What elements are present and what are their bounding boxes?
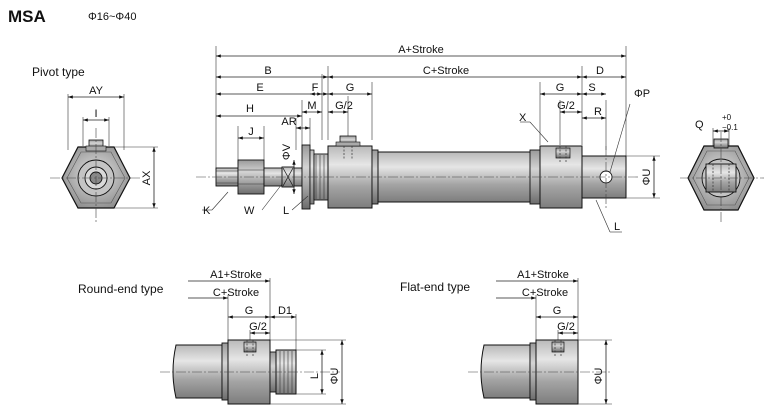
label-i: I [94,108,97,120]
label-g-half-front: G/2 [335,100,353,112]
label-ar: AR [281,116,296,128]
label-g-round: G [245,305,254,317]
label-r: R [594,106,602,118]
label-l-round: L [309,373,321,379]
pivot-type-title: Pivot type [32,65,85,79]
label-phi-u: ΦU [641,169,653,186]
label-c-stroke-round: C+Stroke [213,287,259,299]
label-q-tol-upper: +0 [722,113,732,122]
label-c-stroke-flat: C+Stroke [522,287,568,299]
flat-end-tube [480,344,531,399]
label-c-stroke: C+Stroke [423,65,469,77]
model-title: MSA [8,7,46,26]
label-phi-u-round: ΦU [329,368,341,385]
label-m: M [307,100,316,112]
label-b: B [264,65,271,77]
rear-end-view: Q +0 −0.1 [680,113,764,222]
label-ay: AY [89,85,104,97]
label-s: S [588,82,595,94]
label-ax: AX [141,170,153,185]
pivot-end-view: Pivot type AY I AX [32,65,158,222]
round-end-tube [172,344,223,399]
label-a1-stroke-flat: A1+Stroke [517,269,569,281]
label-w: W [244,205,255,217]
label-l-front: L [283,205,289,217]
label-g-front: G [346,82,355,94]
label-a-stroke: A+Stroke [398,44,444,56]
label-g-rear: G [556,82,565,94]
label-a1-stroke-round: A1+Stroke [210,269,262,281]
bore-range: Φ16~Φ40 [88,11,136,23]
label-f: F [312,82,319,94]
label-phi-u-flat: ΦU [593,368,605,385]
label-x: X [519,112,527,124]
round-end-view: Round-end type A1+Stroke C+Stroke G D1 G… [78,269,346,405]
label-h: H [246,103,254,115]
label-g-flat: G [553,305,562,317]
label-phi-p: ΦP [634,88,650,100]
header: MSA Φ16~Φ40 [8,7,136,26]
label-j: J [248,126,254,138]
label-d: D [596,65,604,77]
round-end-title: Round-end type [78,282,164,296]
label-q: Q [695,119,704,131]
label-g-half-round: G/2 [249,321,267,333]
label-g-half-rear: G/2 [557,100,575,112]
flat-end-title: Flat-end type [400,280,470,294]
label-d1: D1 [278,305,292,317]
label-g-half-flat: G/2 [557,321,575,333]
label-phi-v: ΦV [281,143,293,160]
cylinder-side-view: A+Stroke B C+Stroke D E F G G/2 H M AR J [196,44,660,233]
flat-end-view: Flat-end type A1+Stroke C+Stroke G G/2 Φ… [400,269,612,405]
label-e: E [256,82,263,94]
label-k: K [203,205,211,217]
label-l-rear: L [614,221,620,233]
label-q-tol-lower: −0.1 [722,123,738,132]
